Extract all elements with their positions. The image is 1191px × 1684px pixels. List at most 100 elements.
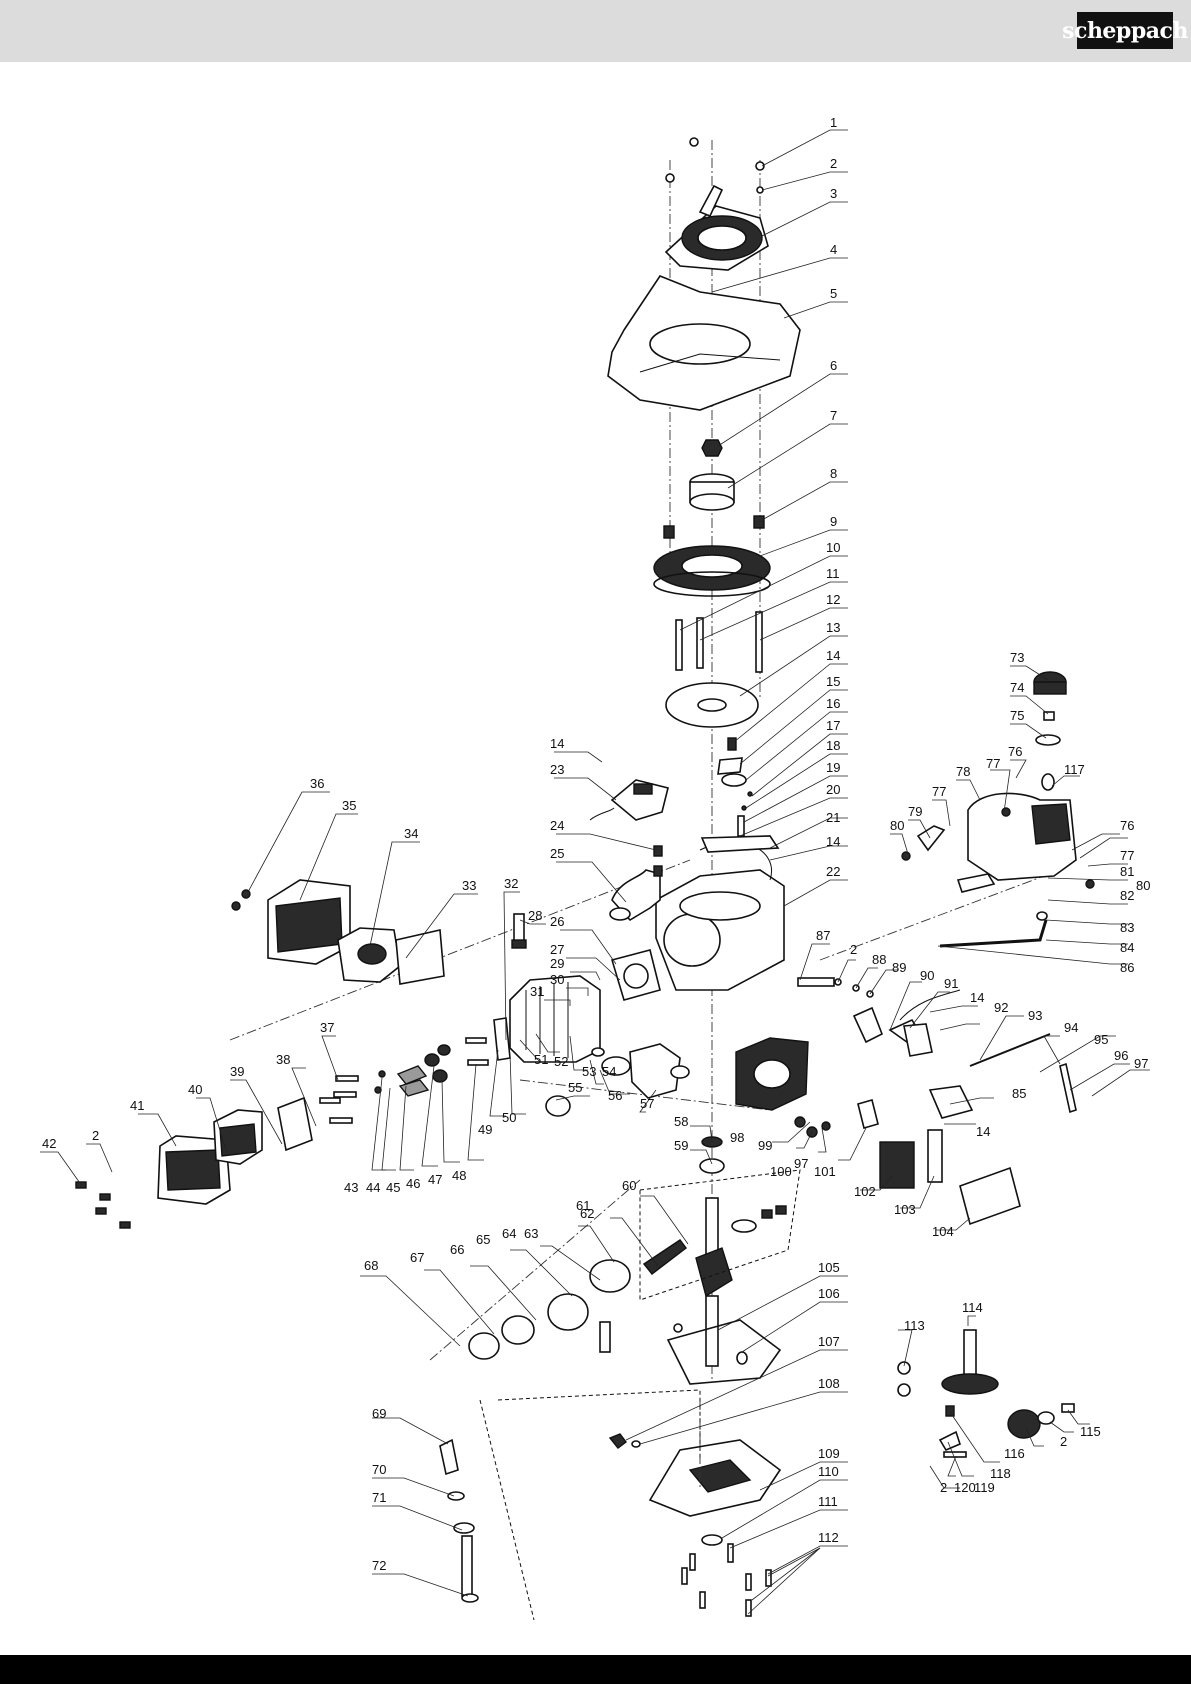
label-part-105: 105	[818, 1260, 840, 1275]
part-piston	[589, 1259, 631, 1353]
label-part-116: 116	[1004, 1446, 1025, 1461]
label-part-68: 68	[364, 1258, 378, 1273]
part-ignition-plate	[665, 682, 759, 728]
part-oil-sump	[648, 1439, 782, 1517]
label-part-102: 102	[854, 1184, 876, 1199]
part-crankcase	[655, 835, 785, 991]
label-part-29: 29	[550, 956, 564, 971]
label-part-2b: 2	[92, 1128, 99, 1143]
label-part-107: 107	[818, 1334, 840, 1349]
part-dipstick	[439, 1438, 479, 1603]
label-part-76b: 76	[1120, 818, 1134, 833]
label-part-14b: 14	[826, 834, 840, 849]
label-part-71: 71	[372, 1490, 386, 1505]
label-part-15: 15	[826, 674, 840, 689]
label-part-77c: 77	[1120, 848, 1134, 863]
label-part-1: 1	[830, 115, 837, 130]
part-fuel-tank	[967, 792, 1077, 881]
label-part-89: 89	[892, 960, 906, 975]
label-part-32: 32	[504, 876, 518, 891]
part-governor-shaft	[797, 977, 874, 998]
label-part-30: 30	[550, 972, 564, 987]
part-muffler-cover	[267, 879, 351, 965]
label-part-86: 86	[1120, 960, 1134, 975]
label-part-118: 118	[990, 1466, 1011, 1481]
part-governor-spring	[852, 989, 961, 1044]
label-part-40: 40	[188, 1082, 202, 1097]
label-part-16: 16	[826, 696, 840, 711]
leader-lines	[40, 129, 1150, 1615]
part-bolt	[663, 515, 765, 539]
part-bolts-36	[231, 889, 251, 911]
part-cover-plate	[213, 1109, 263, 1165]
label-part-35: 35	[342, 798, 356, 813]
label-part-103: 103	[894, 1202, 916, 1217]
label-part-17: 17	[826, 718, 840, 733]
label-part-80b: 80	[1136, 878, 1150, 893]
header-bar	[0, 0, 1191, 62]
part-intake-gasket	[493, 1017, 511, 1061]
label-part-61: 61	[576, 1198, 590, 1213]
part-air-filter-base	[735, 1037, 809, 1111]
label-part-48: 48	[452, 1168, 466, 1183]
label-part-38: 38	[276, 1052, 290, 1067]
label-part-44: 44	[366, 1180, 380, 1195]
part-spark-plug-cap	[609, 845, 663, 922]
label-part-7: 7	[830, 408, 837, 423]
label-part-73: 73	[1010, 650, 1024, 665]
label-part-85: 85	[1012, 1086, 1026, 1101]
label-part-83: 83	[1120, 920, 1134, 935]
label-part-53: 53	[582, 1064, 596, 1079]
label-part-33: 33	[462, 878, 476, 893]
part-recoil-starter	[664, 184, 769, 271]
label-part-111: 111	[818, 1494, 838, 1509]
label-part-93: 93	[1028, 1008, 1042, 1023]
label-part-67: 67	[410, 1250, 424, 1265]
part-cover-bolts	[75, 1181, 131, 1229]
label-part-24: 24	[550, 818, 564, 833]
label-part-13: 13	[826, 620, 840, 635]
part-studs	[675, 611, 763, 673]
part-starter-cup	[689, 473, 735, 511]
label-part-87: 87	[816, 928, 830, 943]
label-part-34: 34	[404, 826, 418, 841]
label-part-113: 113	[904, 1318, 925, 1333]
label-part-39: 39	[230, 1064, 244, 1079]
label-part-2d: 2	[1060, 1434, 1067, 1449]
label-part-2c: 2	[850, 942, 857, 957]
part-cap-nut	[665, 137, 765, 194]
label-part-54: 54	[602, 1064, 616, 1079]
part-valve-cover-gasket	[277, 1096, 313, 1152]
label-part-98: 98	[730, 1130, 744, 1145]
label-part-51: 51	[534, 1052, 548, 1067]
label-part-49: 49	[478, 1122, 492, 1137]
label-part-31: 31	[530, 984, 544, 999]
label-part-20: 20	[826, 782, 840, 797]
part-cylinder-head	[509, 975, 601, 1063]
label-part-101: 101	[814, 1164, 836, 1179]
label-part-72: 72	[372, 1558, 386, 1573]
part-heat-shield	[395, 929, 445, 985]
label-part-2: 2	[830, 156, 837, 171]
label-part-90: 90	[920, 968, 934, 983]
label-part-55: 55	[568, 1080, 582, 1095]
part-sump-bolts	[681, 1543, 772, 1617]
label-part-95: 95	[1094, 1032, 1108, 1047]
label-part-10: 10	[826, 540, 840, 555]
label-part-65: 65	[476, 1232, 490, 1247]
part-governor-arm	[888, 1018, 974, 1119]
brand-logo: scheppach	[1062, 12, 1188, 49]
label-part-14c: 14	[550, 736, 564, 751]
label-part-14e: 14	[976, 1124, 990, 1139]
label-part-100: 100	[770, 1164, 792, 1179]
part-crankcase-gasket	[666, 1319, 782, 1385]
footer-bar	[0, 1655, 1191, 1684]
label-part-106: 106	[818, 1286, 840, 1301]
label-part-42: 42	[42, 1136, 56, 1151]
label-part-19: 19	[826, 760, 840, 775]
label-part-99: 99	[758, 1138, 772, 1153]
part-tank-filter	[1041, 773, 1055, 791]
label-part-97: 97	[1134, 1056, 1148, 1071]
label-part-117: 117	[1064, 762, 1085, 777]
part-throttle-rod	[969, 1033, 1077, 1114]
